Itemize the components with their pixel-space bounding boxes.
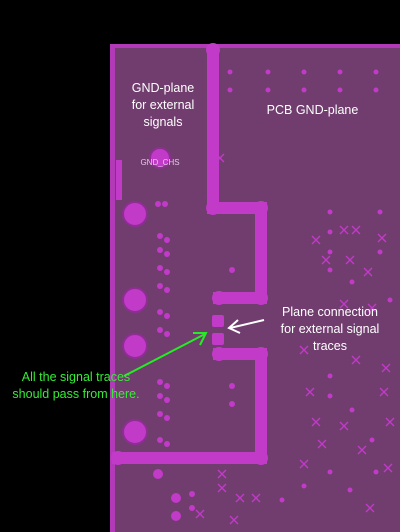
- gnd-external-label: GND-plane for external signals: [131, 81, 195, 129]
- board-left-edge: [110, 46, 115, 532]
- component-label: GND_CHS: [140, 158, 180, 167]
- connector-pads: [122, 147, 171, 445]
- plane-split-traces: [111, 43, 268, 465]
- signal-note-label: All the signal traces should pass from h…: [12, 370, 140, 401]
- plane-connection-label: Plane connection for external signal tra…: [280, 305, 380, 353]
- edge-connector: [116, 160, 122, 200]
- connection-pads: [212, 315, 224, 345]
- green-arrow: [123, 332, 208, 377]
- x-markers: [195, 153, 395, 525]
- pcb-gnd-label: PCB GND-plane: [266, 103, 359, 117]
- board-top-edge: [110, 44, 400, 48]
- via-field: [227, 69, 393, 503]
- small-vias: [153, 201, 235, 521]
- white-arrow: [227, 319, 265, 334]
